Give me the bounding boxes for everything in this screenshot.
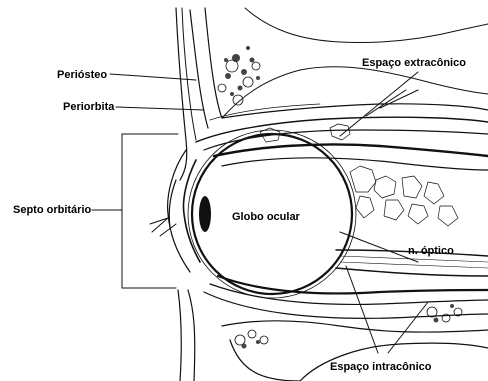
label-periorbita: Periorbita (63, 101, 115, 113)
label-septo-orbitario: Septo orbitário (13, 204, 92, 216)
label-espaco-intraconico: Espaço intracônico (330, 361, 432, 373)
upper-sheath-lines (196, 104, 488, 170)
label-espaco-extraconico: Espaço extracônico (362, 57, 466, 69)
label-n-optico: n. óptico (408, 245, 454, 257)
label-periosteo: Periósteo (57, 69, 107, 81)
lower-sheath-lines (204, 276, 488, 318)
label-globo-ocular: Globo ocular (232, 211, 301, 223)
